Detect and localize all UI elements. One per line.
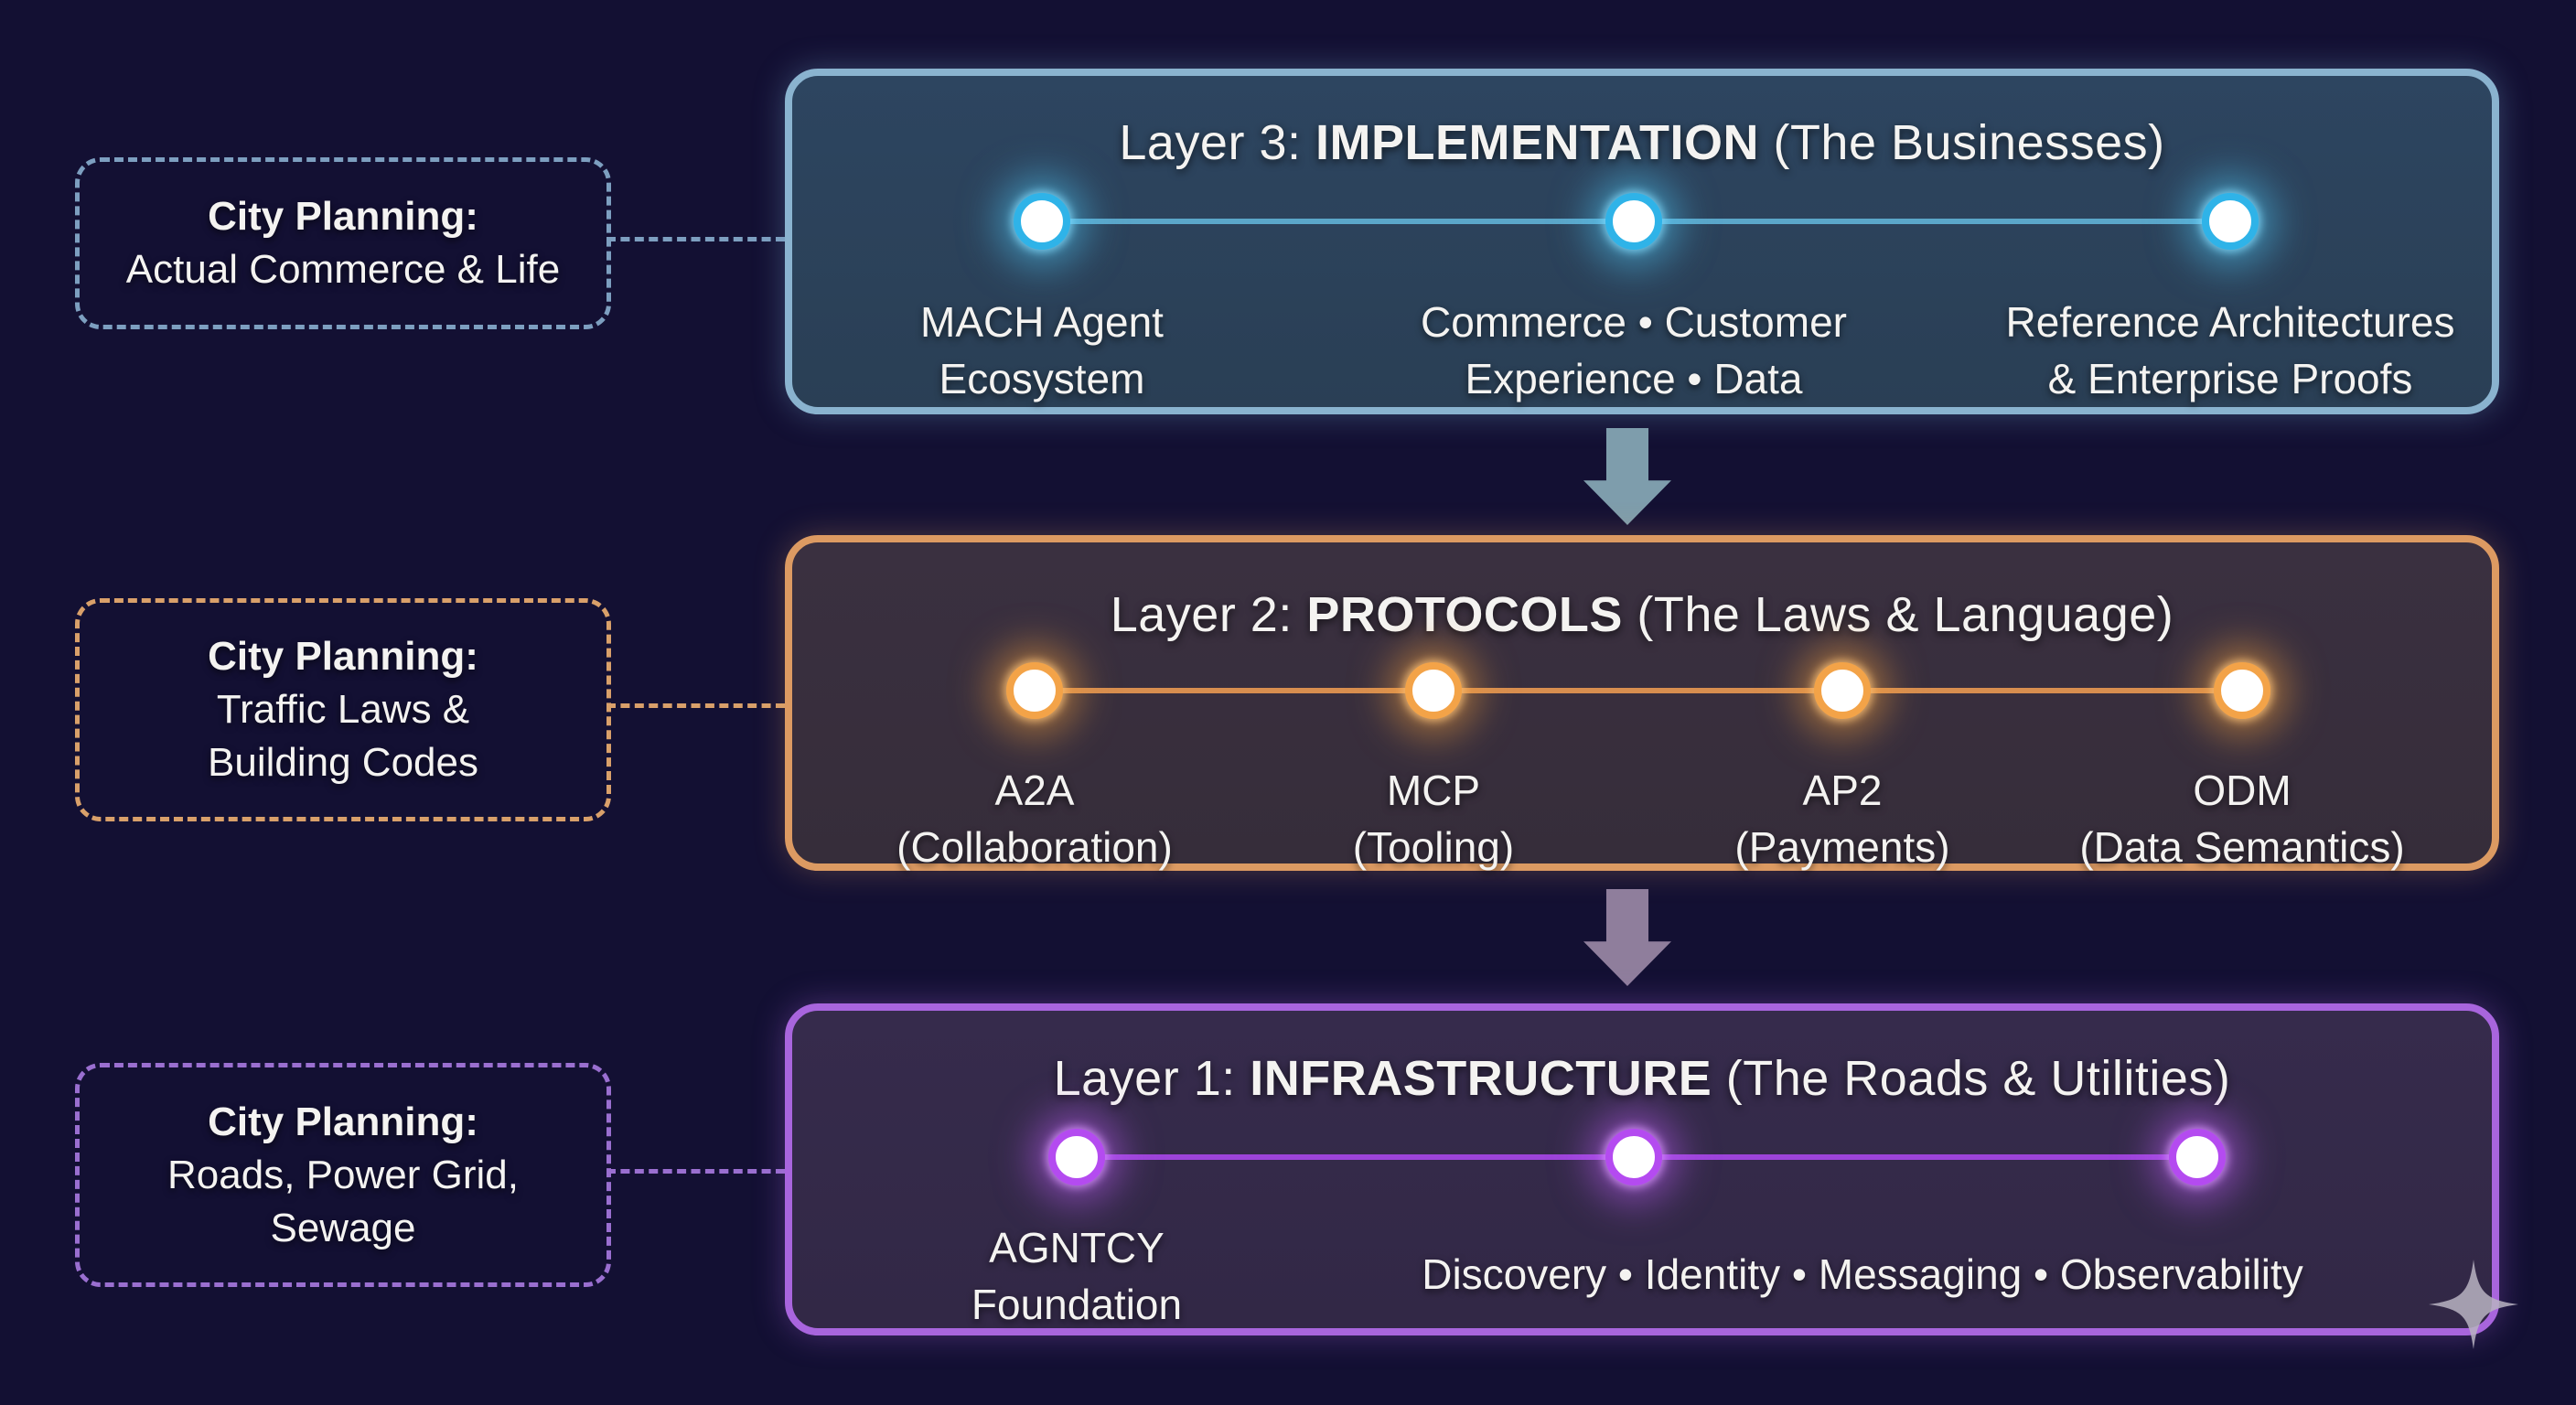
node-dot (1605, 193, 1662, 250)
node-label-line: (Collaboration) (896, 823, 1173, 871)
layer-title-emphasis: IMPLEMENTATION (1315, 115, 1759, 170)
node-dot (1814, 662, 1871, 719)
layer1-title: Layer 1: INFRASTRUCTURE (The Roads & Uti… (792, 1048, 2492, 1109)
layer-title-suffix: (The Roads & Utilities) (1712, 1051, 2231, 1106)
side-label-heading: City Planning: (208, 194, 478, 239)
infrastructure-span-caption: Discovery • Identity • Messaging • Obser… (1422, 1250, 2303, 1298)
node-dot (2202, 193, 2259, 250)
node-label-line: Reference Architectures (2005, 298, 2455, 346)
node-label-mach: MACH Agent Ecosystem (722, 294, 1362, 407)
dashed-connector (606, 703, 785, 708)
node-label-reference: Reference Architectures & Enterprise Pro… (1910, 294, 2550, 407)
side-label-traffic-laws: City Planning: Traffic Laws & Building C… (75, 598, 611, 821)
layer-title-prefix: Layer 2: (1110, 587, 1307, 642)
node-dot (1014, 193, 1070, 250)
node-label-line: Experience • Data (1465, 355, 1803, 402)
node-label-line: (Data Semantics) (2079, 823, 2405, 871)
node-label-line: MCP (1386, 767, 1481, 814)
dashed-connector (606, 1169, 785, 1174)
node-label-ap2: AP2 (Payments) (1522, 762, 2163, 875)
node-label-commerce: Commerce • Customer Experience • Data (1314, 294, 1954, 407)
node-dot (1405, 662, 1462, 719)
node-label-line: (Tooling) (1352, 823, 1515, 871)
layer-title-prefix: Layer 1: (1053, 1051, 1250, 1106)
node-label-mcp: MCP (Tooling) (1113, 762, 1754, 875)
node-dot (1048, 1129, 1105, 1185)
layer-title-prefix: Layer 3: (1119, 115, 1315, 170)
layer2-title: Layer 2: PROTOCOLS (The Laws & Language) (792, 585, 2492, 645)
side-label-roads-power: City Planning: Roads, Power Grid, Sewage (75, 1063, 611, 1287)
layer-title-emphasis: INFRASTRUCTURE (1250, 1051, 1712, 1106)
side-label-heading: City Planning: (208, 1099, 478, 1144)
node-label-a2a: A2A (Collaboration) (714, 762, 1355, 875)
side-label-commerce-life: City Planning: Actual Commerce & Life (75, 157, 611, 329)
node-label-line: A2A (994, 767, 1075, 814)
side-label-text: Traffic Laws & (216, 687, 470, 732)
layer2-protocols-box: Layer 2: PROTOCOLS (The Laws & Language)… (785, 535, 2499, 871)
node-dot (1006, 662, 1063, 719)
down-arrow-icon (1583, 889, 1671, 986)
node-label-line: AGNTCY (989, 1224, 1165, 1271)
node-dot (1605, 1129, 1662, 1185)
node-label-agntcy: AGNTCY Foundation (757, 1219, 1397, 1333)
node-label-line: & Enterprise Proofs (2047, 355, 2413, 402)
layer-title-suffix: (The Businesses) (1758, 115, 2165, 170)
node-label-line: Foundation (971, 1281, 1183, 1328)
dashed-connector (606, 237, 785, 241)
node-label-odm: ODM (Data Semantics) (1922, 762, 2562, 875)
down-arrow-icon (1583, 428, 1671, 525)
side-label-heading: City Planning: (208, 634, 478, 679)
node-dot (2169, 1129, 2226, 1185)
layer1-infrastructure-box: Layer 1: INFRASTRUCTURE (The Roads & Uti… (785, 1003, 2499, 1335)
node-label-line: MACH Agent (920, 298, 1164, 346)
side-label-text: Actual Commerce & Life (125, 247, 561, 292)
side-label-text: Building Codes (208, 740, 478, 785)
node-label-line: ODM (2193, 767, 2292, 814)
layer3-title: Layer 3: IMPLEMENTATION (The Businesses) (792, 113, 2492, 173)
layer-title-suffix: (The Laws & Language) (1622, 587, 2174, 642)
side-label-text: Roads, Power Grid, (167, 1152, 519, 1197)
node-label-line: AP2 (1802, 767, 1883, 814)
timeline-track (1035, 688, 2242, 693)
layer3-implementation-box: Layer 3: IMPLEMENTATION (The Businesses)… (785, 69, 2499, 414)
side-label-text: Sewage (270, 1205, 416, 1250)
sparkle-icon (2429, 1260, 2518, 1349)
node-dot (2214, 662, 2270, 719)
node-label-line: (Payments) (1734, 823, 1950, 871)
layer-title-emphasis: PROTOCOLS (1306, 587, 1623, 642)
node-label-line: Commerce • Customer (1421, 298, 1847, 346)
node-label-line: Ecosystem (939, 355, 1145, 402)
